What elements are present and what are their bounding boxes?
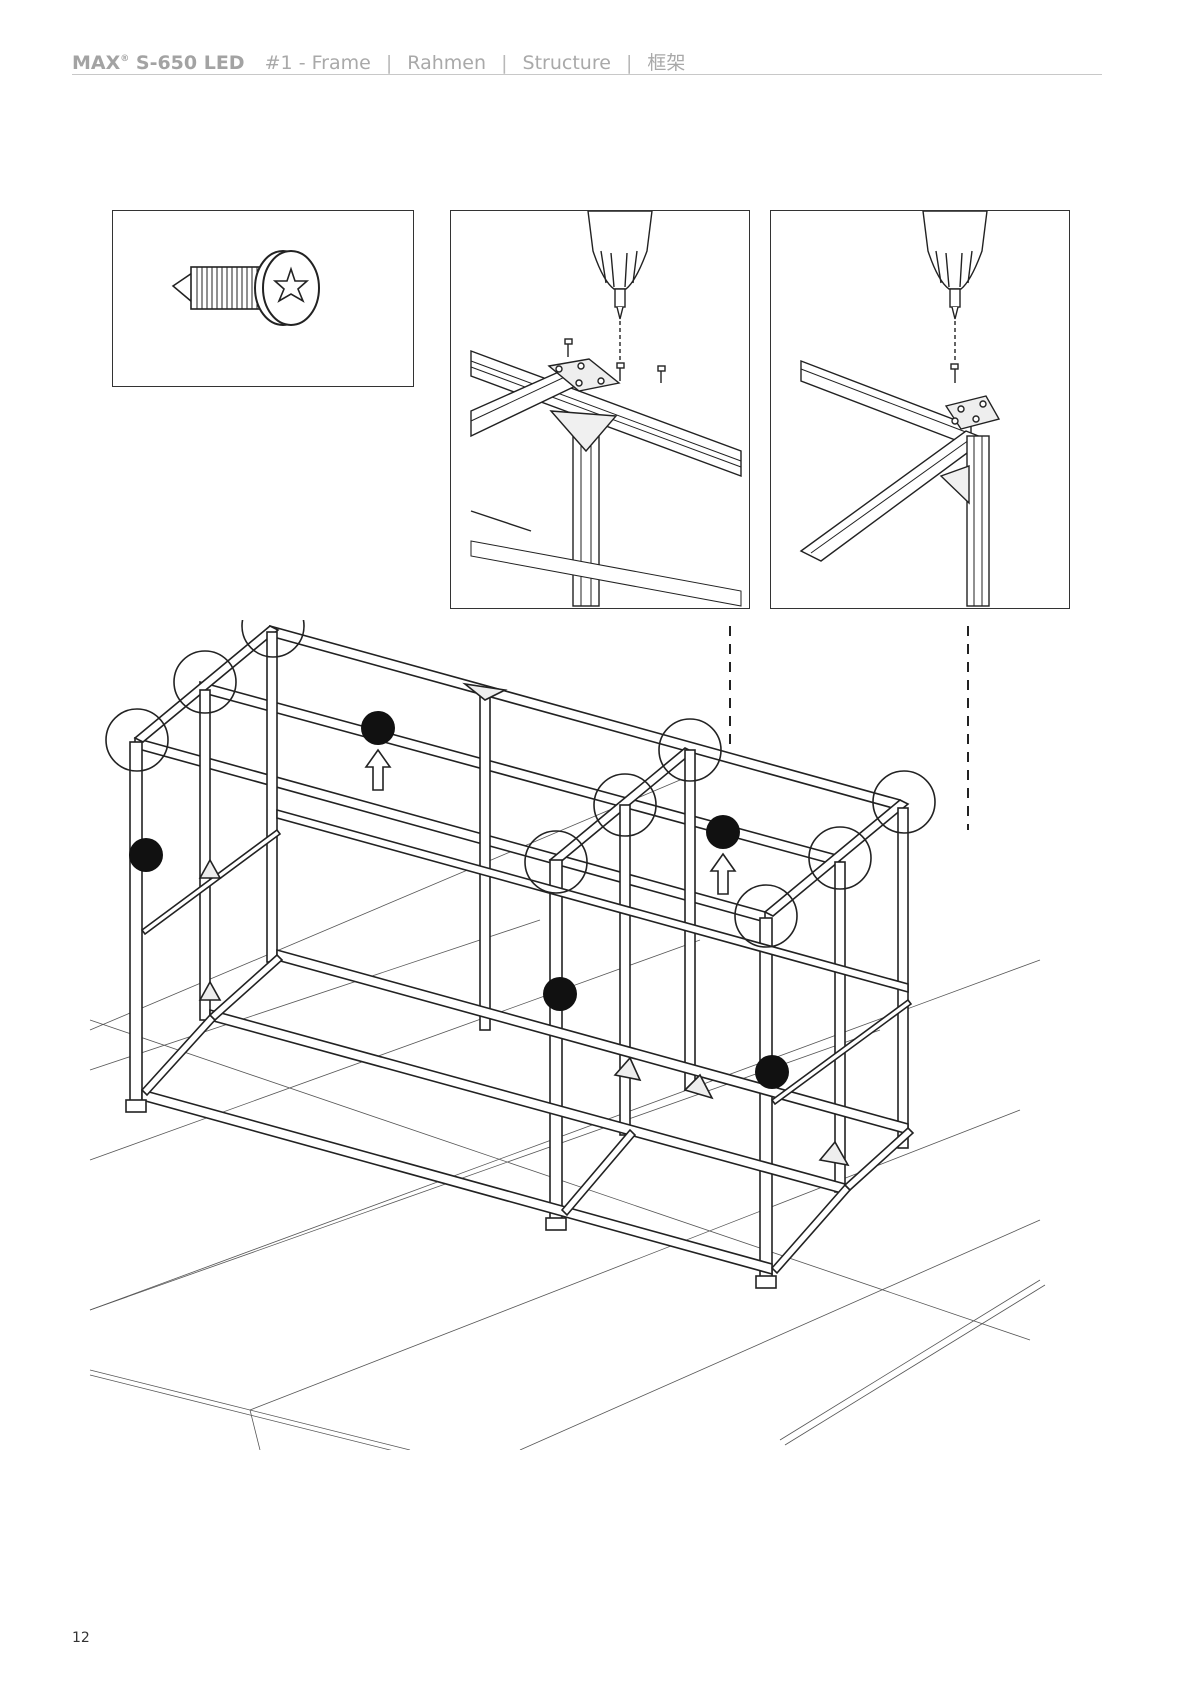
post	[480, 690, 490, 1030]
bottom-beam	[210, 1010, 845, 1194]
bottom-cross	[562, 1130, 635, 1215]
model-name: MAX® S-650 LED	[72, 52, 245, 74]
post	[130, 742, 142, 1102]
step-title-de: Rahmen	[407, 52, 486, 74]
bottom-beam	[142, 1090, 772, 1274]
bottom-cross	[845, 1128, 913, 1190]
corner-plate-detail-panel	[770, 210, 1070, 609]
mid-beam	[277, 810, 908, 992]
step-title-zh: 框架	[647, 52, 685, 74]
page-header: MAX® S-650 LED #1 - Frame | Rahmen | Str…	[72, 44, 1102, 75]
top-beam	[200, 682, 840, 866]
post	[898, 808, 908, 1148]
post	[200, 690, 210, 1020]
drill-screw-tri-plate-icon	[451, 211, 749, 608]
mid-cross	[142, 830, 280, 934]
step-title: #1 - Frame	[265, 52, 371, 74]
tri-plate-detail-panel	[450, 210, 750, 609]
bottom-beam	[277, 950, 908, 1134]
drill-screw-corner-plate-icon	[771, 211, 1069, 608]
step-title-fr: Structure	[523, 52, 611, 74]
bottom-cross	[142, 1015, 215, 1095]
torx-screw-icon	[113, 211, 413, 386]
post	[267, 632, 277, 962]
screw-detail-panel	[112, 210, 414, 387]
post	[835, 862, 845, 1192]
post	[620, 805, 630, 1135]
post	[685, 750, 695, 1090]
page-number: 12	[72, 1630, 90, 1646]
post	[760, 918, 772, 1278]
bottom-cross	[210, 955, 282, 1020]
bottom-cross	[772, 1185, 850, 1273]
post	[550, 860, 562, 1220]
frame-assembly-drawing	[80, 620, 1080, 1450]
